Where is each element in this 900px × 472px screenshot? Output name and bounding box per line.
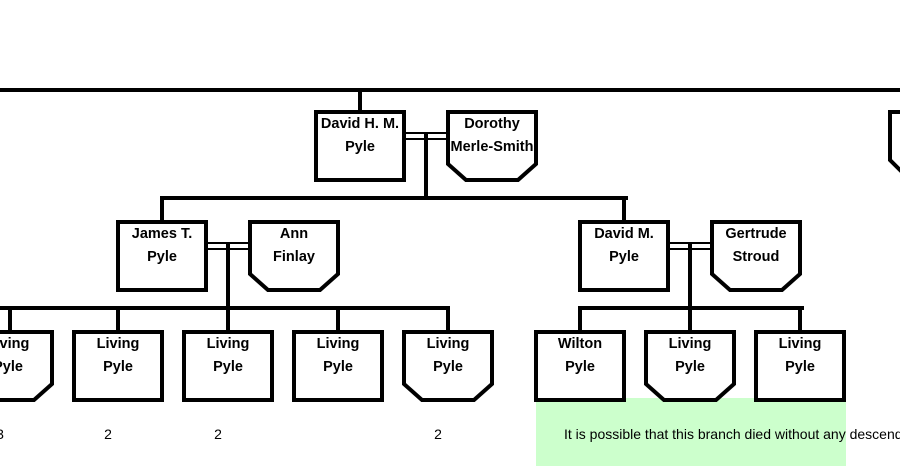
person-first-name: Living [778, 336, 822, 352]
person-last-name: Pyle [103, 359, 133, 375]
female-box-outline [710, 220, 802, 292]
person-box-david-m[interactable]: David M. Pyle [578, 220, 670, 292]
descent-line-gen1 [424, 132, 428, 200]
drop-line-child-3 [336, 306, 340, 332]
person-first-name: Ann [279, 226, 309, 242]
top-connector-line [0, 88, 900, 92]
male-box-outline [292, 330, 384, 402]
drop-line-wilton [578, 306, 582, 332]
descendant-count-child-4: 2 [434, 426, 442, 442]
descent-line-james [226, 242, 230, 310]
person-first-name: David M. [594, 226, 654, 242]
note-text: It is possible that this branch died wit… [564, 426, 900, 442]
person-last-name: Merle-Smith [450, 139, 534, 155]
descent-line-david-m [688, 242, 692, 310]
person-first-name: Living [96, 336, 140, 352]
drop-line-child-partial [8, 306, 12, 332]
drop-line-james-t [160, 196, 164, 222]
female-box-outline [248, 220, 340, 292]
male-box-outline [182, 330, 274, 402]
person-last-name: Finlay [273, 249, 315, 265]
person-last-name: Pyle [785, 359, 815, 375]
sibling-bar-gen2 [160, 196, 628, 200]
person-last-name: Stroud [732, 249, 780, 265]
person-first-name: Living [206, 336, 250, 352]
person-last-name: Pyle [675, 359, 705, 375]
person-first-name: David H. M. [320, 116, 400, 132]
note-highlight [536, 398, 846, 466]
person-first-name: Dorothy [464, 116, 520, 132]
person-last-name: Pyle [323, 359, 353, 375]
male-box-outline [72, 330, 164, 402]
person-last-name: Pyle [345, 139, 375, 155]
person-first-name: James T. [131, 226, 193, 242]
person-box-offscreen-right [888, 110, 900, 173]
drop-line-child-2 [226, 306, 230, 332]
drop-line-child-6 [798, 306, 802, 332]
male-box-outline [534, 330, 626, 402]
person-last-name: Pyle [147, 249, 177, 265]
descendant-count-child-2: 2 [214, 426, 222, 442]
person-last-name: Pyle [609, 249, 639, 265]
drop-line-child-4 [446, 306, 450, 332]
person-last-name: Pyle [213, 359, 243, 375]
person-last-name: Pyle [433, 359, 463, 375]
person-first-name: Wilton [557, 336, 603, 352]
male-box-outline [314, 110, 406, 182]
male-box-outline [116, 220, 208, 292]
person-last-name: Pyle [565, 359, 595, 375]
drop-line-david-m [622, 196, 626, 222]
female-box-outline [402, 330, 494, 402]
person-first-name: Gertrude [725, 226, 787, 242]
person-box-james-t[interactable]: James T. Pyle [116, 220, 208, 292]
female-box-outline [644, 330, 736, 402]
female-box-outline [446, 110, 538, 182]
male-box-outline [578, 220, 670, 292]
descendant-count-partial: 3 [0, 426, 10, 442]
person-first-name: Living [668, 336, 712, 352]
person-first-name: Living [316, 336, 360, 352]
drop-line-david-h-m [358, 88, 362, 112]
descendant-count-child-1: 2 [104, 426, 112, 442]
sibling-bar-james-children [0, 306, 450, 310]
female-box-outline [0, 330, 54, 402]
person-first-name: Living [426, 336, 470, 352]
person-first-name: Living [0, 336, 30, 352]
person-last-name: Pyle [0, 359, 23, 375]
person-box-david-h-m[interactable]: David H. M. Pyle [314, 110, 406, 182]
drop-line-child-1 [116, 306, 120, 332]
male-box-outline [754, 330, 846, 402]
drop-line-child-5 [688, 306, 692, 332]
